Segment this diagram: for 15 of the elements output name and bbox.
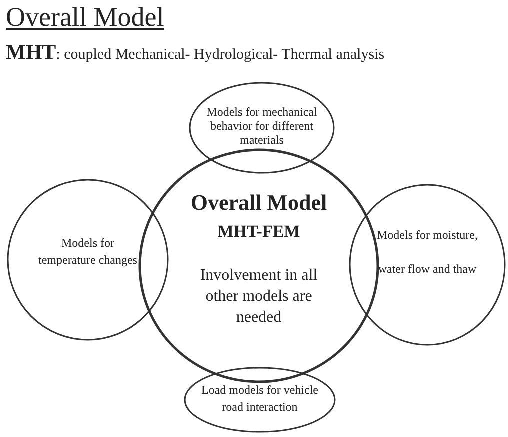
node-text: Load models for vehicle road interaction — [200, 382, 320, 416]
node-text: Models for temperature changes — [38, 235, 138, 269]
node-subtitle: MHT-FEM — [216, 222, 302, 242]
node-text: Involvement in all other models are needed — [199, 266, 319, 328]
node-title: Overall Model — [190, 190, 328, 216]
model-ellipse — [185, 368, 335, 432]
node-text: Models for mechanical behavior for different materials — [206, 105, 318, 147]
node-text: Models for moisture, — [376, 227, 479, 244]
node-text: water flow and thaw — [377, 262, 478, 277]
model-ellipse — [190, 83, 334, 173]
subtitle-text: MHT: coupled Mechanical- Hydrological- Thermal analysis — [6, 40, 385, 65]
model-circle — [8, 180, 168, 340]
diagram-title: Overall Model — [6, 2, 164, 33]
model-circle — [350, 185, 505, 345]
main-model-circle — [140, 150, 378, 382]
